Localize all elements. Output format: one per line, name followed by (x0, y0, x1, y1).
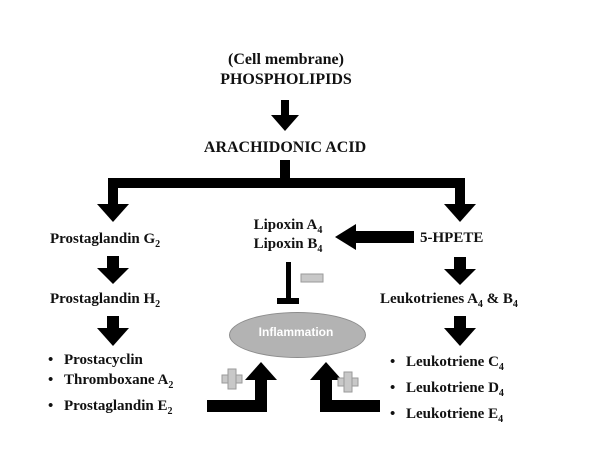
list-item: •Leukotriene D4 (390, 380, 504, 399)
list-item: •Leukotriene C4 (390, 354, 504, 373)
minus-sign (300, 273, 324, 283)
arrow-leukotrienes-to-products (454, 316, 466, 330)
inflammation-label: Inflammation (258, 325, 334, 339)
prostaglandin-g2-label: Prostaglandin G2 (50, 231, 161, 250)
branch-bar (108, 178, 463, 188)
lipoxin-b4-label: Lipoxin B4 (253, 236, 323, 255)
arrow-pgh2-to-products (107, 316, 119, 330)
cell-membrane-label: (Cell membrane) (228, 51, 344, 68)
prostaglandin-h2-label: Prostaglandin H2 (50, 291, 161, 310)
plus-sign-right (337, 371, 359, 393)
lipoxin-a4-label: Lipoxin A4 (253, 217, 323, 236)
plus-sign-left (221, 368, 243, 390)
arrow-to-5-hpete (444, 204, 476, 222)
inhibition-bar (277, 298, 299, 304)
leukotriene-list: •Leukotriene C4 •Leukotriene D4 •Leukotr… (390, 352, 504, 430)
elbow-arrow-right (320, 400, 380, 412)
prostanoid-list: •Prostacyclin •Thromboxane A2 •Prostagla… (48, 350, 173, 422)
arrow-phospholipids-to-arachidonic (281, 100, 289, 117)
arrow-hpete-to-leukotrienes (454, 257, 466, 271)
5-hpete-label: 5-HPETE (420, 230, 484, 246)
elbow-arrow-left (207, 400, 267, 412)
list-item: •Prostacyclin (48, 352, 143, 368)
arachidonic-acid-label: ARACHIDONIC ACID (203, 139, 367, 156)
phospholipids-label: PHOSPHOLIPIDS (220, 71, 352, 88)
list-item: •Leukotriene E4 (390, 406, 504, 425)
inhibition-line (286, 262, 291, 302)
arrow-hpete-to-lipoxins (354, 231, 414, 243)
branch-stem (280, 160, 290, 182)
arrow-to-prostaglandin-g2 (97, 204, 129, 222)
leukotrienes-a4-b4-label: Leukotrienes A4 & B4 (380, 291, 518, 310)
arrow-pgg2-to-pgh2 (107, 256, 119, 270)
list-item: •Prostaglandin E2 (48, 398, 173, 417)
list-item: •Thromboxane A2 (48, 372, 174, 391)
inflammation-ellipse (229, 312, 366, 358)
